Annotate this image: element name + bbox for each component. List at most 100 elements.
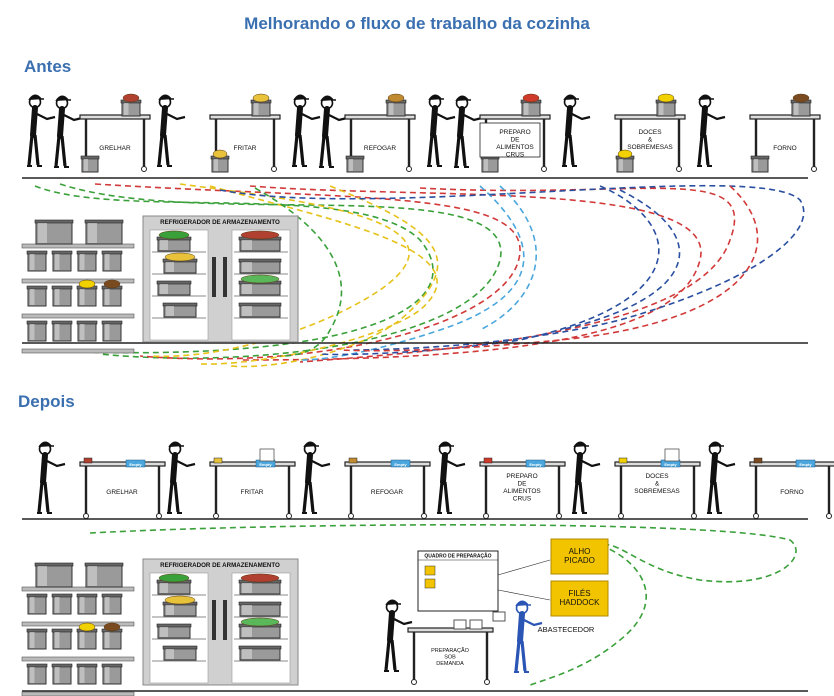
station-pot-icon — [210, 149, 230, 173]
ingredient-icon — [348, 457, 358, 464]
prep-cook-figure — [384, 599, 413, 672]
pot-icon — [26, 250, 48, 272]
station-board — [479, 122, 541, 158]
container-icon — [238, 573, 282, 595]
pot-icon — [76, 622, 98, 650]
flow-line-yellow — [199, 185, 438, 365]
after-station-label: FORNO — [780, 489, 803, 496]
before-station-5: DOCES&SOBREMESAS — [562, 93, 686, 173]
pot-icon — [76, 663, 98, 685]
after-storage: REFRIGERADOR DE ARMAZENAMENTO — [21, 558, 299, 696]
container-icon — [162, 252, 198, 274]
pot-icon — [76, 593, 98, 615]
empty-tag — [525, 459, 546, 468]
pot-icon — [51, 593, 73, 615]
ingredient-icon — [483, 457, 493, 464]
cook-figure — [572, 441, 601, 514]
diagram-title: Melhorando o fluxo de trabalho da cozinh… — [244, 14, 590, 33]
container-icon — [162, 645, 198, 661]
pot-icon — [26, 593, 48, 615]
station-pot-icon — [385, 93, 407, 117]
flow-line-lightblue — [479, 185, 537, 331]
pot-icon — [101, 279, 123, 307]
container-icon — [156, 573, 192, 595]
stock-pot-icon — [34, 219, 74, 245]
cook-figure — [562, 94, 591, 167]
flow-line-lightblue — [299, 185, 525, 361]
bin-icon — [492, 611, 506, 622]
empty-tag-label: Empty — [129, 462, 142, 467]
pot-icon — [76, 320, 98, 342]
station-pot-icon — [120, 93, 142, 117]
container-icon — [156, 280, 192, 296]
empty-tag — [125, 459, 146, 468]
after-stations: EmptyGRELHAREmptyFRITAREmptyREFOGAREmpty… — [37, 441, 834, 519]
pot-icon — [101, 593, 123, 615]
container-icon — [238, 601, 282, 617]
bin-icon — [469, 619, 483, 630]
after-station-label: FRITAR — [241, 489, 264, 496]
after-station-label: REFOGAR — [371, 489, 403, 496]
pot-shelf — [21, 562, 135, 696]
pot-icon — [26, 285, 48, 307]
cook-figure — [427, 94, 456, 167]
stock-pot-icon — [34, 562, 74, 588]
pot-icon — [101, 622, 123, 650]
container-icon — [162, 302, 198, 318]
station-table — [79, 461, 166, 519]
pot-icon — [51, 285, 73, 307]
pot-icon — [51, 250, 73, 272]
empty-tag-label: Empty — [799, 462, 812, 467]
station-pot-icon — [345, 155, 365, 173]
container-icon — [238, 258, 282, 274]
container-icon — [238, 617, 282, 639]
container-icon — [156, 623, 192, 639]
flow-line-red — [239, 185, 702, 361]
supplier-figure — [514, 600, 543, 673]
prep-card-icon — [424, 578, 436, 589]
pot-icon — [51, 628, 73, 650]
before-station-3: REFOGAR — [292, 93, 416, 173]
empty-bin-icon — [259, 448, 275, 462]
after-station-label: GRELHAR — [106, 489, 138, 496]
empty-tag-label: Empty — [664, 462, 677, 467]
flow-line-red — [94, 183, 521, 360]
station-pot-icon — [790, 93, 812, 117]
before-station-label: DOCES&SOBREMESAS — [627, 129, 673, 151]
station-pot-icon — [480, 155, 500, 173]
flow-line-green — [254, 187, 343, 357]
refrigerator-label: REFRIGERADOR DE ARMAZENAMENTO — [160, 219, 280, 226]
floor-lines — [22, 177, 808, 692]
station-table — [614, 461, 701, 519]
flow-line-red — [339, 185, 759, 352]
station-pot-icon — [520, 93, 542, 117]
before-storage: REFRIGERADOR DE ARMAZENAMENTO — [21, 215, 299, 354]
stock-pot-icon — [84, 562, 124, 588]
station-pot-icon — [750, 155, 770, 173]
refrigerator-label: REFRIGERADOR DE ARMAZENAMENTO — [160, 562, 280, 569]
flow-line-green — [89, 524, 797, 686]
empty-tag — [795, 459, 816, 468]
empty-tag-label: Empty — [394, 462, 407, 467]
pot-icon — [26, 320, 48, 342]
flow-line-blue — [219, 184, 805, 351]
before-station-label: GRELHAR — [99, 145, 131, 152]
pot-icon — [26, 628, 48, 650]
cook-figure — [27, 94, 56, 167]
container-icon — [238, 274, 282, 296]
after-heading: Depois — [18, 392, 75, 411]
before-station-label: FORNO — [773, 145, 796, 152]
prep-card-icon — [424, 565, 436, 576]
before-heading: Antes — [24, 57, 72, 76]
container-icon — [238, 645, 282, 661]
before-station-label: FRITAR — [234, 145, 257, 152]
empty-bin-icon — [664, 448, 680, 462]
